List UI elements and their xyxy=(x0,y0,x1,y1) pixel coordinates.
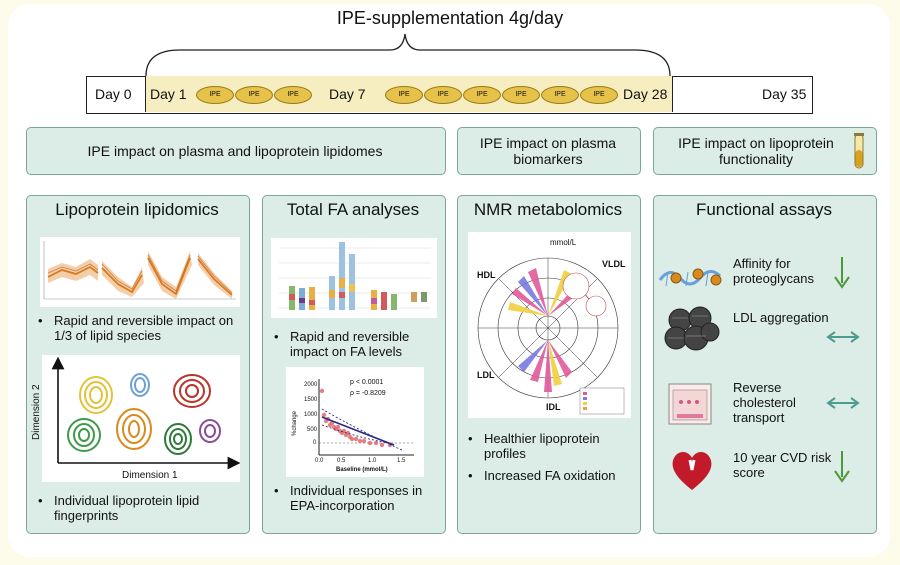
nmr-title: NMR metabolomics xyxy=(473,200,623,219)
supplementation-title: IPE-supplementation 4g/day xyxy=(336,8,564,28)
heart-icon xyxy=(672,452,712,490)
scatter-point xyxy=(367,440,373,446)
scatter-p-value: p < 0.0001 xyxy=(350,379,384,386)
scatter-ytick: 1000 xyxy=(304,412,318,418)
header-biomarkers xyxy=(457,127,641,175)
scatter-xtick: 1.5 xyxy=(397,458,406,464)
fa-bar-plot xyxy=(271,238,437,318)
scatter-y-label: %change xyxy=(292,410,298,436)
scatter-rho: ρ = -0.8209 xyxy=(350,390,386,397)
assay-label-proteoglycans: Affinity for proteoglycans xyxy=(733,256,814,286)
lipidomics-trajectory-plot xyxy=(40,237,240,307)
proteoglycan-binding-icon xyxy=(658,268,722,287)
scatter-point xyxy=(361,438,367,444)
scatter-point xyxy=(319,388,325,394)
scatter-xtick: 0.5 xyxy=(337,458,346,464)
scatter-point xyxy=(321,412,327,418)
scatter-point xyxy=(373,440,379,446)
down-arrow-icon xyxy=(834,257,850,289)
scatter-xtick: 1.0 xyxy=(368,458,377,464)
neutral-arrow-icon xyxy=(826,397,860,409)
header-biomarkers-text: IPE impact on plasma biomarkers xyxy=(479,135,617,167)
scatter-ytick: 2000 xyxy=(304,382,318,388)
neutral-arrow-icon xyxy=(826,331,860,343)
scatter-ytick: 500 xyxy=(307,427,318,433)
scatter-point xyxy=(335,424,341,430)
ipe-capsule: IPE xyxy=(463,86,501,104)
fa-title: Total FA analyses xyxy=(286,200,420,219)
nmr-hdl-label: HDL xyxy=(477,270,496,280)
nmr-vldl-label: VLDL xyxy=(602,259,626,269)
ldl-aggregation-icon xyxy=(664,306,720,351)
scatter-point xyxy=(357,438,363,444)
cholesterol-transport-icon xyxy=(668,383,712,425)
ipe-capsule: IPE xyxy=(274,86,312,104)
scatter-ytick: 0 xyxy=(313,440,317,446)
assay-label-cvd-risk: 10 year CVD risk score xyxy=(733,450,832,480)
header-lipidomes xyxy=(26,127,446,175)
scatter-ytick: 1500 xyxy=(304,397,318,403)
nmr-radial-graphic xyxy=(477,257,625,415)
ipe-capsule: IPE xyxy=(580,86,618,104)
functional-title: Functional assays xyxy=(695,200,833,219)
ipe-capsule: IPE xyxy=(541,86,579,104)
ipe-capsule: IPE xyxy=(424,86,462,104)
header-functionality-text: IPE impact on lipoprotein functionality xyxy=(678,135,834,167)
assay-label-cholesterol-transport: Reverse cholesterol transport xyxy=(733,380,796,425)
ipe-capsule: IPE xyxy=(235,86,273,104)
nmr-idl-label: IDL xyxy=(546,402,561,412)
scatter-x-label: Baseline (mmol/L) xyxy=(336,467,388,473)
scatter-point xyxy=(353,436,359,442)
scatter-point xyxy=(349,436,355,442)
nmr-unit-label: mmol/L xyxy=(550,238,577,247)
fingerprint-plot-graphic xyxy=(51,356,240,470)
scatter-xtick: 0.0 xyxy=(315,458,324,464)
day-7-label: Day 7 xyxy=(329,86,366,102)
day-35-label: Day 35 xyxy=(762,86,807,102)
day-1-label: Day 1 xyxy=(150,86,187,102)
test-tube-icon xyxy=(854,133,864,169)
lipidomics-title: Lipoprotein lipidomics xyxy=(55,200,219,219)
header-functionality xyxy=(653,127,877,175)
ipe-capsule: IPE xyxy=(385,86,423,104)
scatter-point xyxy=(379,442,385,448)
epa-scatter-plot xyxy=(286,367,424,477)
supplementation-brace xyxy=(145,33,671,77)
ipe-capsule: IPE xyxy=(502,86,540,104)
day-0-label: Day 0 xyxy=(95,86,132,102)
down-arrow-icon xyxy=(834,451,850,483)
epa-scatter-graphic xyxy=(318,379,414,456)
fingerprint-y-label: Dimension 2 xyxy=(31,384,42,440)
day-28-label: Day 28 xyxy=(623,86,668,102)
ipe-capsule: IPE xyxy=(196,86,234,104)
nmr-ldl-label: LDL xyxy=(477,370,495,380)
header-lipidomes-text: IPE impact on plasma and lipoprotein lip… xyxy=(87,143,383,159)
fingerprint-x-label: Dimension 1 xyxy=(122,470,178,481)
assay-label-ldl-aggregation: LDL aggregation xyxy=(733,310,829,325)
